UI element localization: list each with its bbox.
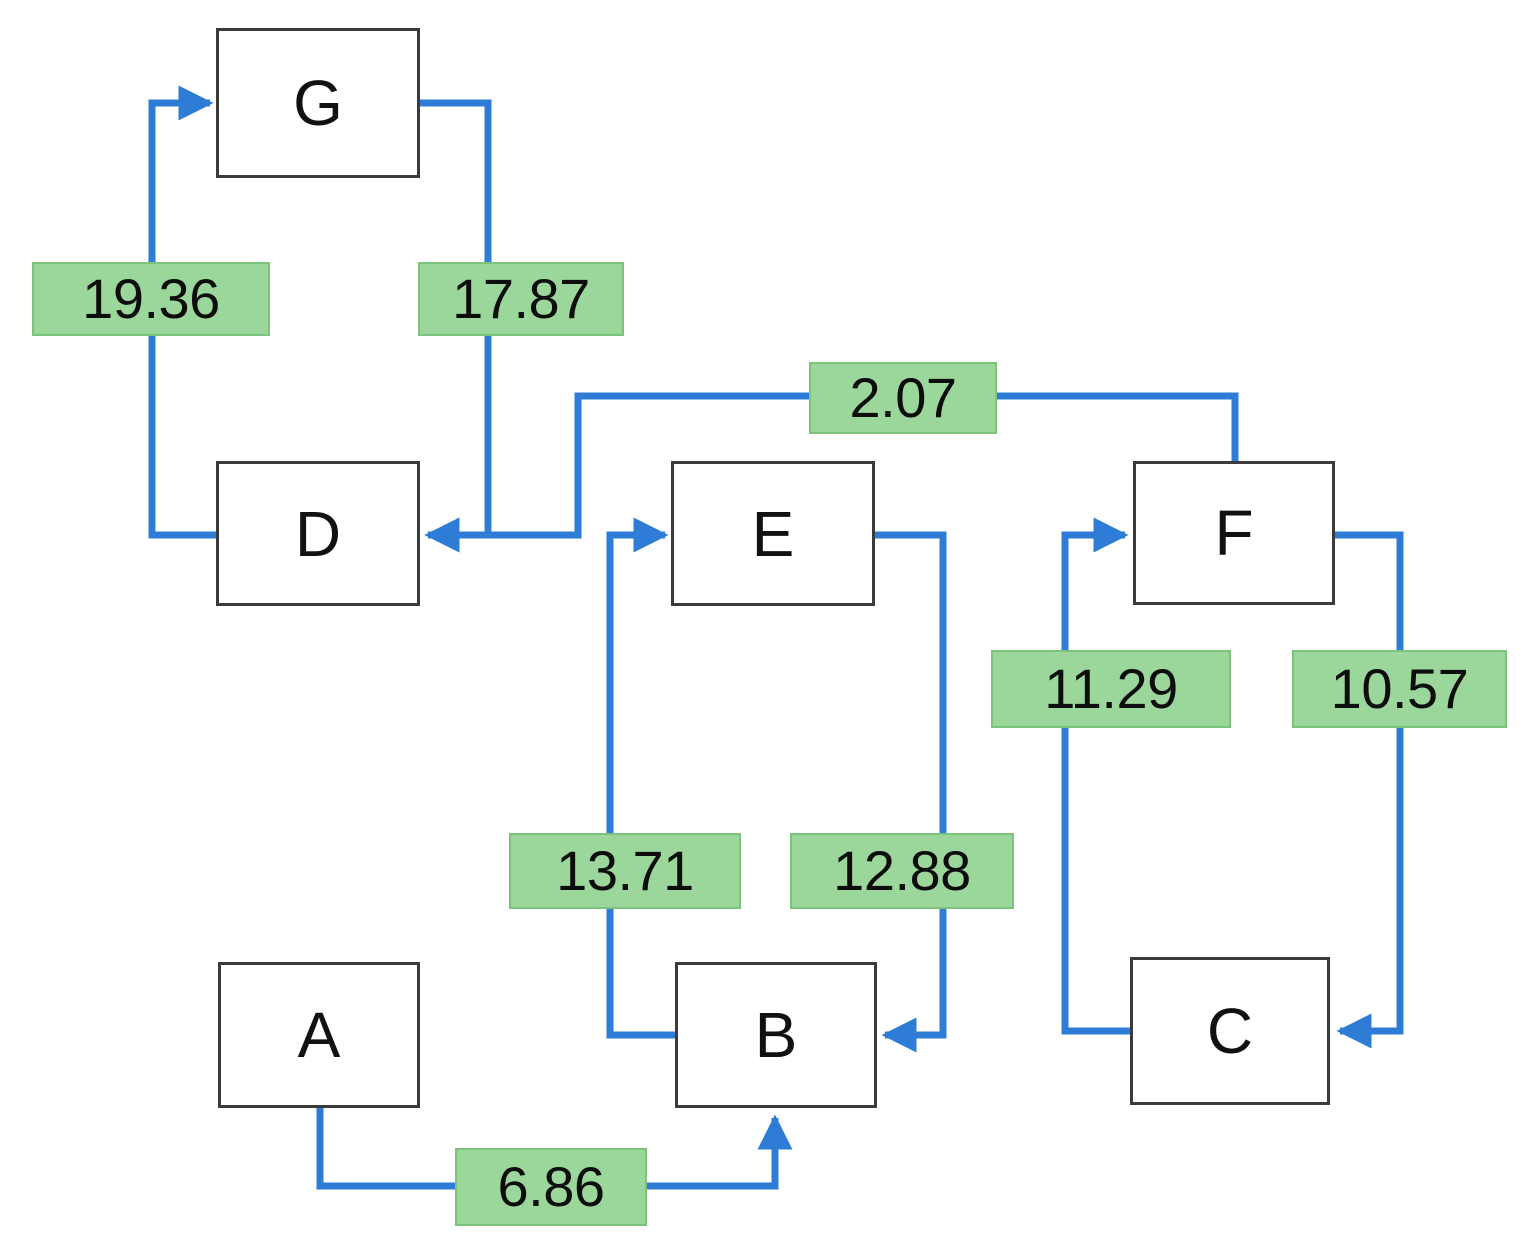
node-F-label: F (1214, 497, 1254, 569)
edge-weight-A-B: 6.86 (455, 1148, 647, 1226)
node-G[interactable]: G (216, 28, 420, 178)
node-A[interactable]: A (218, 962, 420, 1108)
edge-F-D (424, 392, 1239, 553)
edge-B-E (606, 517, 675, 1039)
edge-weight-G-D: 17.87 (418, 262, 624, 336)
node-E[interactable]: E (671, 461, 875, 606)
node-D-label: D (294, 497, 342, 570)
edge-weight-F-C: 10.57 (1292, 650, 1507, 728)
edge-weight-E-B: 12.88 (790, 833, 1014, 909)
edge-weight-C-F: 11.29 (991, 650, 1231, 728)
node-C-label: C (1206, 995, 1254, 1067)
node-E-label: E (751, 497, 795, 570)
node-F[interactable]: F (1133, 461, 1335, 605)
node-A-label: A (297, 999, 341, 1071)
edge-E-B (875, 531, 947, 1053)
edge-F-C (1335, 531, 1404, 1049)
edge-weight-D-G: 19.36 (32, 262, 270, 336)
edge-weight-B-E: 13.71 (509, 833, 741, 909)
node-G-label: G (293, 67, 343, 139)
node-B[interactable]: B (675, 962, 877, 1108)
edge-weight-F-D: 2.07 (809, 362, 997, 434)
node-D[interactable]: D (216, 461, 420, 606)
node-C[interactable]: C (1130, 957, 1330, 1105)
node-B-label: B (754, 999, 798, 1071)
edge-C-F (1061, 517, 1130, 1035)
